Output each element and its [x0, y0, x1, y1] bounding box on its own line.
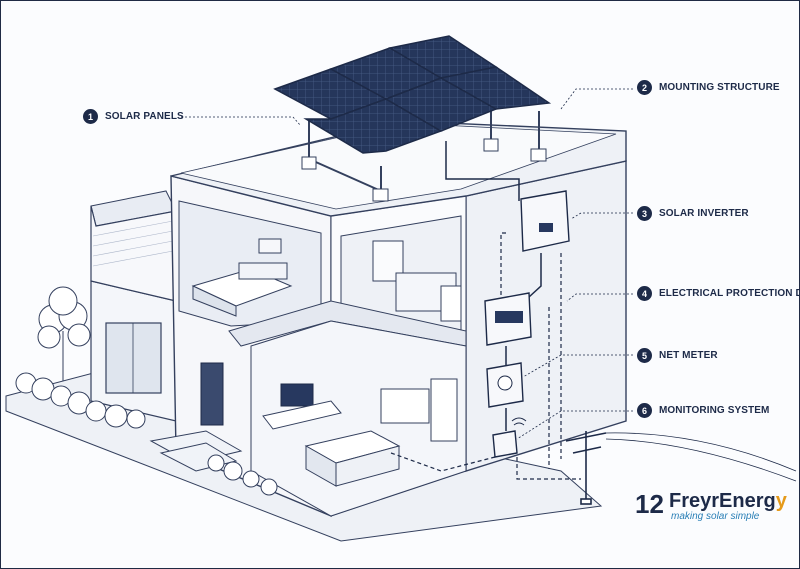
mount-feet	[301, 138, 547, 202]
solar-inverter	[520, 190, 570, 252]
tv-stand	[262, 400, 342, 430]
label-text: ELECTRICAL PROTECTION DEVICES	[659, 288, 799, 299]
utility-pole	[565, 431, 797, 505]
brand-name-main: Freyr	[669, 490, 720, 512]
label-monitoring-system: 6 MONITORING SYSTEM	[637, 403, 769, 418]
label-solar-panels: 1 SOLAR PANELS	[83, 109, 184, 124]
fridge-upper	[440, 285, 462, 322]
dc-cable	[445, 141, 520, 201]
bedroom-picture	[258, 238, 282, 254]
brick-lines	[92, 220, 174, 267]
label-text: MOUNTING STRUCTURE	[659, 82, 780, 93]
net-meter-box	[486, 362, 524, 408]
kitchen-cabinet	[372, 240, 404, 282]
label-number: 2	[637, 80, 652, 95]
ac-dashed-lines	[390, 232, 581, 480]
label-mounting-structure: 2 MOUNTING STRUCTURE	[637, 80, 780, 95]
brand-name-accent: Energ	[719, 490, 776, 512]
monitoring-device	[492, 417, 527, 458]
tv	[280, 383, 314, 407]
brand-logo: 12 FreyrEnergy making solar simple	[635, 489, 795, 523]
label-text: NET METER	[659, 350, 718, 361]
brand-number: 12	[635, 489, 664, 519]
protection-box	[484, 292, 532, 346]
left-window	[105, 322, 162, 394]
kitchen-lower	[380, 388, 430, 424]
label-text: SOLAR PANELS	[105, 111, 184, 122]
entry-door	[200, 362, 224, 426]
label-number: 5	[637, 348, 652, 363]
tree	[37, 286, 91, 381]
device-wiring	[505, 253, 542, 431]
label-text: MONITORING SYSTEM	[659, 405, 770, 416]
label-solar-inverter: 3 SOLAR INVERTER	[637, 206, 749, 221]
label-net-meter: 5 NET METER	[637, 348, 718, 363]
label-number: 6	[637, 403, 652, 418]
bed	[191, 262, 293, 317]
label-number: 4	[637, 286, 652, 301]
sofa	[304, 430, 401, 487]
label-electrical-protection: 4 ELECTRICAL PROTECTION DEVICES	[637, 286, 799, 301]
solar-panel-array	[273, 35, 552, 154]
label-number: 3	[637, 206, 652, 221]
leader-lines	[181, 88, 633, 440]
label-text: SOLAR INVERTER	[659, 208, 749, 219]
brand-name: FreyrEnergy	[669, 489, 787, 513]
shrubs	[15, 372, 278, 496]
fridge-lower	[430, 378, 458, 442]
brand-name-tail: y	[775, 490, 787, 512]
label-number: 1	[83, 109, 98, 124]
brand-tagline: making solar simple	[671, 511, 760, 522]
